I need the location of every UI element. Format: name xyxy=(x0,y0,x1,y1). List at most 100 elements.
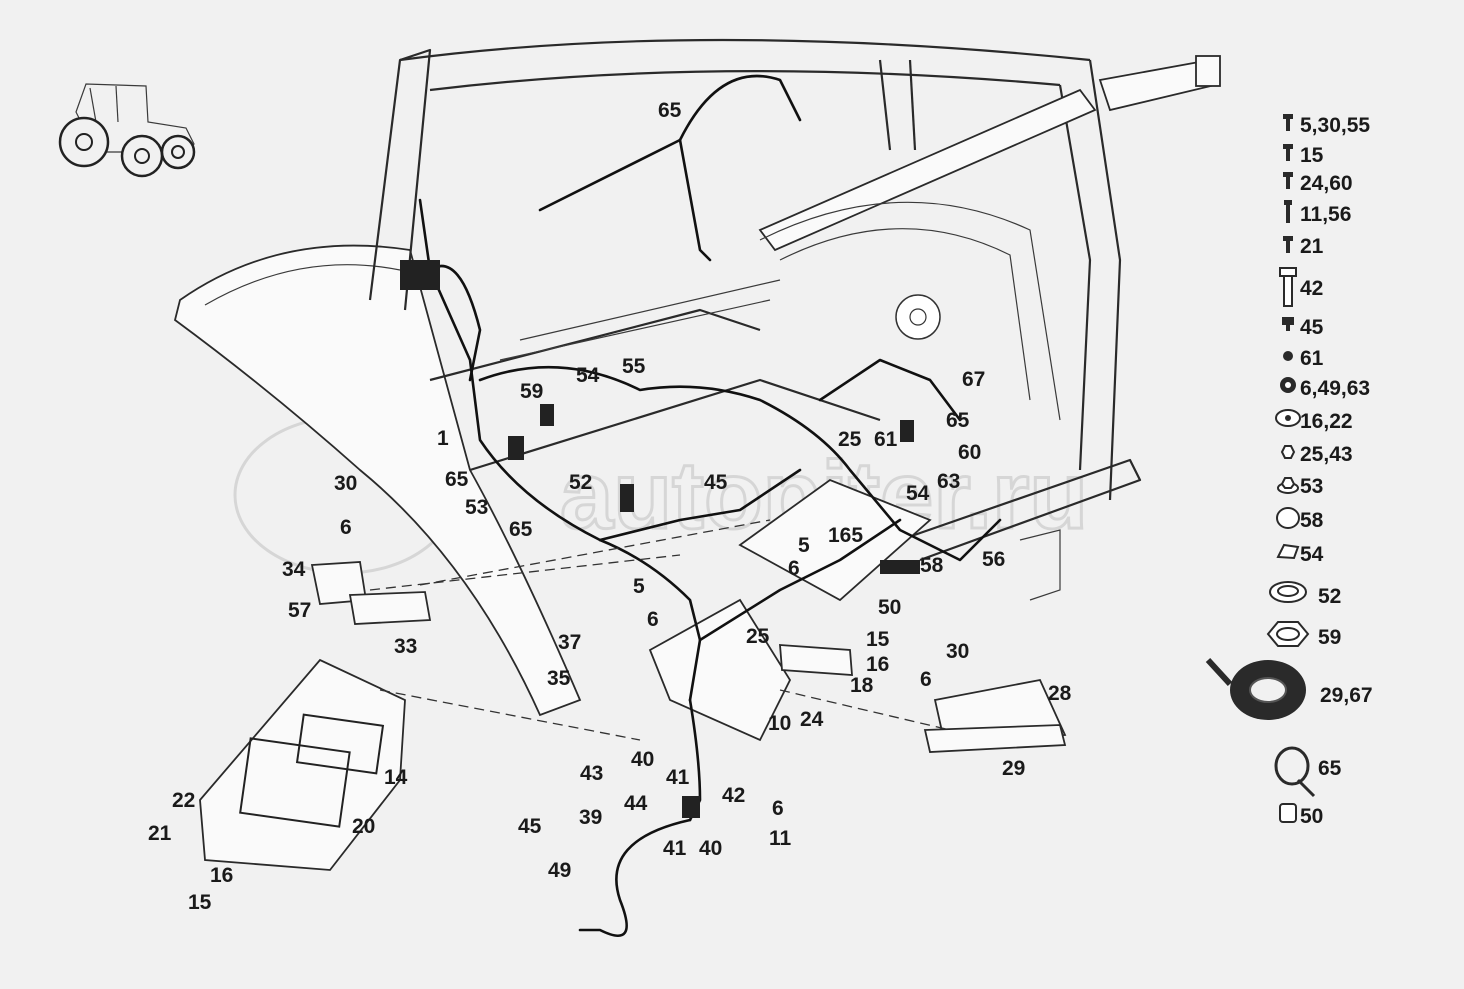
flange-bolt-icon xyxy=(1282,317,1294,331)
callout-42: 42 xyxy=(722,784,745,807)
callout-14: 14 xyxy=(384,766,408,789)
callout-67: 67 xyxy=(962,368,985,391)
callout-59: 59 xyxy=(520,380,543,403)
tape-roll-icon xyxy=(1205,657,1306,720)
legend-label: 11,56 xyxy=(1300,203,1351,226)
legend-label: 61 xyxy=(1300,347,1324,370)
detail-parts xyxy=(199,561,1067,871)
legend-item: 16,22 xyxy=(1275,409,1353,433)
callout-6: 6 xyxy=(772,797,784,820)
legend-label: 58 xyxy=(1300,509,1324,532)
legend-item: 25,43 xyxy=(1280,443,1353,466)
wiring-harness xyxy=(400,74,1002,937)
callout-21: 21 xyxy=(148,822,172,845)
callout-5: 5 xyxy=(798,534,810,557)
legend-label: 15 xyxy=(1300,144,1324,167)
legend-label: 50 xyxy=(1300,805,1323,828)
fastener-legend: 5,30,551524,6011,56214245616,49,6316,222… xyxy=(1205,114,1373,828)
callout-45: 45 xyxy=(704,471,728,494)
small-washer-icon xyxy=(1283,351,1293,361)
callout-53: 53 xyxy=(465,496,488,519)
callout-40: 40 xyxy=(699,837,722,860)
callout-24: 24 xyxy=(800,708,824,731)
legend-item: 15 xyxy=(1283,144,1324,167)
callout-35: 35 xyxy=(547,667,571,690)
callout-25: 25 xyxy=(746,625,770,648)
callout-45: 45 xyxy=(518,815,542,838)
callout-58: 58 xyxy=(920,554,944,577)
callout-56: 56 xyxy=(982,548,1005,571)
callout-28: 28 xyxy=(1048,682,1072,705)
legend-label: 42 xyxy=(1300,277,1323,300)
legend-item: 54 xyxy=(1276,543,1324,566)
callout-6: 6 xyxy=(920,668,932,691)
callout-40: 40 xyxy=(631,748,654,771)
callout-54: 54 xyxy=(576,364,600,387)
callout-165: 165 xyxy=(828,524,863,547)
callout-54: 54 xyxy=(906,482,930,505)
legend-item: 5,30,55 xyxy=(1283,114,1370,137)
callout-30: 30 xyxy=(334,472,357,495)
legend-item: 58 xyxy=(1276,507,1324,532)
callout-6: 6 xyxy=(647,608,659,631)
callout-50: 50 xyxy=(878,596,901,619)
legend-item: 61 xyxy=(1283,347,1324,370)
callout-37: 37 xyxy=(558,631,581,654)
callout-60: 60 xyxy=(958,441,981,464)
callout-5: 5 xyxy=(633,575,645,598)
callout-25: 25 xyxy=(838,428,862,451)
callout-1: 1 xyxy=(437,427,449,450)
legend-item: 52 xyxy=(1269,581,1341,608)
legend-label: 16,22 xyxy=(1300,410,1353,433)
flange-nut-icon xyxy=(1277,477,1299,494)
hex-nut-icon xyxy=(1280,445,1296,459)
callout-41: 41 xyxy=(666,766,690,789)
legend-label: 54 xyxy=(1300,543,1324,566)
callout-63: 63 xyxy=(937,470,960,493)
callout-22: 22 xyxy=(172,789,195,812)
callout-65: 65 xyxy=(946,409,970,432)
legend-label: 65 xyxy=(1318,757,1342,780)
legend-item: 53 xyxy=(1277,475,1323,498)
washer-icon xyxy=(1280,377,1296,393)
callout-41: 41 xyxy=(663,837,687,860)
cable-clip-icon xyxy=(1279,803,1297,823)
legend-label: 25,43 xyxy=(1300,443,1353,466)
callout-49: 49 xyxy=(548,859,571,882)
legend-item: 42 xyxy=(1279,267,1323,307)
legend-item: 65 xyxy=(1274,746,1342,798)
legend-label: 5,30,55 xyxy=(1300,114,1370,137)
callout-15: 15 xyxy=(188,891,212,914)
callout-39: 39 xyxy=(579,806,602,829)
screw-icon xyxy=(1283,172,1293,189)
callout-6: 6 xyxy=(340,516,352,539)
callout-11: 11 xyxy=(769,827,792,850)
callout-10: 10 xyxy=(768,712,791,735)
legend-label: 21 xyxy=(1300,235,1324,258)
clip-icon xyxy=(1276,543,1300,560)
legend-label: 6,49,63 xyxy=(1300,377,1370,400)
cap-icon xyxy=(1276,507,1300,529)
callout-65: 65 xyxy=(509,518,533,541)
legend-item: 29,67 xyxy=(1205,657,1373,720)
callout-57: 57 xyxy=(288,599,311,622)
callout-29: 29 xyxy=(1002,757,1025,780)
callout-33: 33 xyxy=(394,635,417,658)
legend-item: 45 xyxy=(1282,316,1324,339)
torx-screw-icon xyxy=(1283,114,1293,131)
callout-65: 65 xyxy=(445,468,469,491)
legend-label: 53 xyxy=(1300,475,1323,498)
cable-tie-icon xyxy=(1274,746,1316,798)
callout-44: 44 xyxy=(624,792,648,815)
callout-34: 34 xyxy=(282,558,306,581)
callout-18: 18 xyxy=(850,674,874,697)
callout-16: 16 xyxy=(210,864,233,887)
cab-frame xyxy=(173,38,1221,742)
callout-30: 30 xyxy=(946,640,969,663)
callout-55: 55 xyxy=(622,355,646,378)
legend-label: 29,67 xyxy=(1320,684,1373,707)
hex-ring-nut-icon xyxy=(1266,621,1310,647)
pan-screw-icon xyxy=(1283,236,1293,253)
legend-item: 59 xyxy=(1266,621,1341,649)
